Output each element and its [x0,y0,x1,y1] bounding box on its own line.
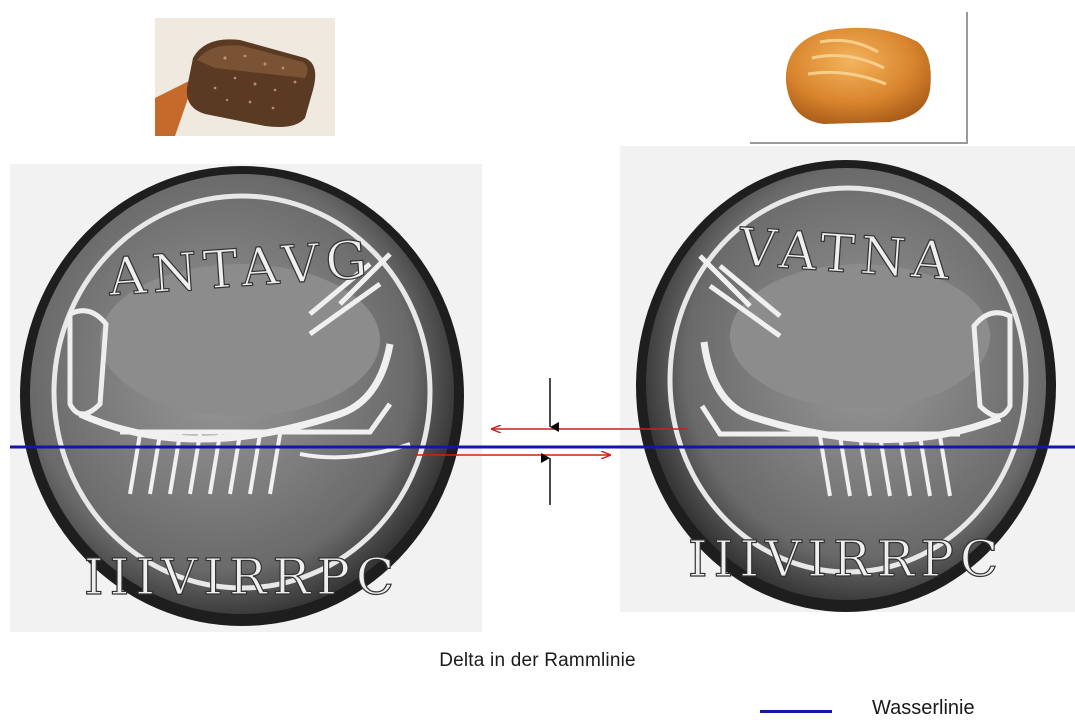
legend-waterline-swatch [760,710,832,713]
legend-waterline-label: Wasserlinie [872,697,975,720]
caption: Delta in der Rammlinie [0,650,1075,672]
